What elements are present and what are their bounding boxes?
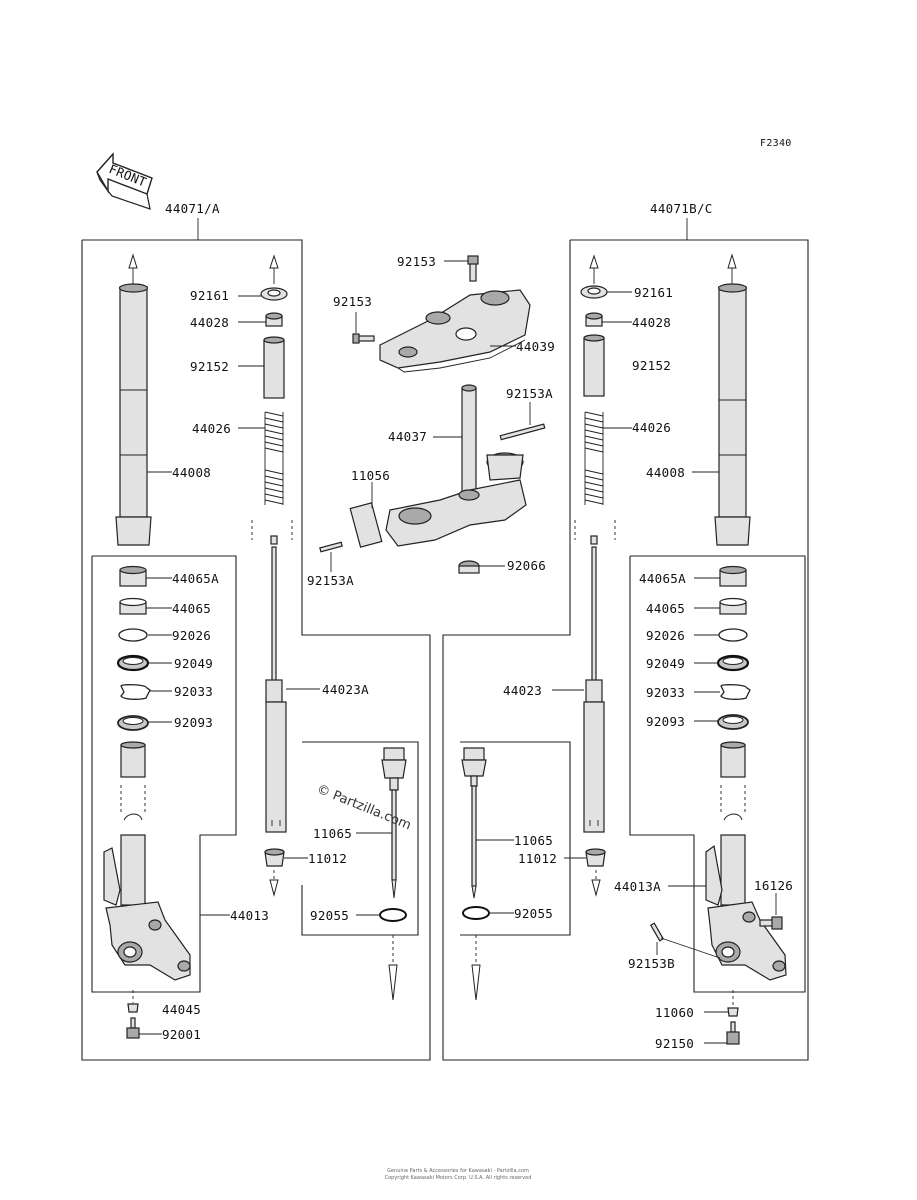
label-92161-right: 92161 <box>634 285 673 300</box>
cartridge-44023a <box>251 520 293 833</box>
nut-44028-left <box>265 312 283 327</box>
oil-seal-92049-left <box>116 654 150 672</box>
label-92033-right: 92033 <box>646 685 685 700</box>
bolt-92150 <box>726 1021 740 1045</box>
damper-rod-right <box>461 747 487 899</box>
outer-tube-left <box>115 253 152 546</box>
spacer-92152-left <box>263 336 285 399</box>
inner-tube-bracket-44013a <box>649 741 787 981</box>
label-92153-mid: 92153 <box>333 294 372 309</box>
label-92153a-left: 92153A <box>307 573 354 588</box>
label-92093-right: 92093 <box>646 714 685 729</box>
washer-92026-right <box>718 628 748 642</box>
label-92150: 92150 <box>655 1036 694 1051</box>
label-92161-left: 92161 <box>190 288 229 303</box>
o-ring-92055-left <box>379 908 407 1001</box>
upper-bracket-44039 <box>352 255 531 373</box>
label-44023: 44023 <box>503 683 542 698</box>
bushing-44065-left <box>119 597 147 615</box>
label-11065-right: 11065 <box>514 833 553 848</box>
figure-code: F2340 <box>760 138 792 149</box>
steering-stem-44037 <box>319 384 546 574</box>
label-92055-left: 92055 <box>310 908 349 923</box>
label-44065-left: 44065 <box>172 601 211 616</box>
bolt-92001 <box>126 1017 140 1039</box>
label-92153-top: 92153 <box>397 254 436 269</box>
label-92093-left: 92093 <box>174 715 213 730</box>
label-44071-bc: 44071B/C <box>650 201 713 216</box>
label-44045: 44045 <box>162 1002 201 1017</box>
oil-seal-92049-right <box>716 654 750 672</box>
label-44028-left: 44028 <box>190 315 229 330</box>
label-44037: 44037 <box>388 429 427 444</box>
spring-44026-right <box>584 411 604 505</box>
label-44039: 44039 <box>516 339 555 354</box>
top-cap-right <box>580 254 608 299</box>
front-arrow-icon: FRONT <box>96 152 153 210</box>
label-44008-left: 44008 <box>172 465 211 480</box>
dust-seal-92093-left <box>117 715 149 731</box>
inner-tube-bracket-44013 <box>103 741 191 981</box>
label-11012-right: 11012 <box>518 851 557 866</box>
washer-11012-right <box>585 848 606 897</box>
label-44013a: 44013A <box>614 879 661 894</box>
label-44026-right: 44026 <box>632 420 671 435</box>
spacer-92152-right <box>583 334 605 397</box>
label-11012-left: 11012 <box>308 851 347 866</box>
label-44065-right: 44065 <box>646 601 685 616</box>
bushing-44065-right <box>719 597 747 615</box>
label-92049-right: 92049 <box>646 656 685 671</box>
label-11060: 11060 <box>655 1005 694 1020</box>
label-44065a-right: 44065A <box>639 571 686 586</box>
washer-11060 <box>727 990 739 1017</box>
clip-92033-left <box>120 684 151 700</box>
label-44013: 44013 <box>230 908 269 923</box>
label-92026-right: 92026 <box>646 628 685 643</box>
right-fork-frame <box>442 239 809 1061</box>
label-92055-right: 92055 <box>514 906 553 921</box>
o-ring-92055-right <box>462 906 490 1001</box>
spring-44026-left <box>264 411 284 505</box>
label-92026-left: 92026 <box>172 628 211 643</box>
label-16126: 16126 <box>754 878 793 893</box>
label-92152-left: 92152 <box>190 359 229 374</box>
label-44008-right: 44008 <box>646 465 685 480</box>
label-92033-left: 92033 <box>174 684 213 699</box>
label-92001: 92001 <box>162 1027 201 1042</box>
label-11065-left: 11065 <box>313 826 352 841</box>
cartridge-44023 <box>574 520 616 833</box>
top-cap-left <box>260 254 288 301</box>
dust-seal-92093-right <box>717 714 749 730</box>
label-44023a: 44023A <box>322 682 369 697</box>
footer-line-2: Copyright Kawasaki Motors Corp. U.S.A. A… <box>385 1175 532 1181</box>
washer-44045 <box>127 990 139 1013</box>
label-44028-right: 44028 <box>632 315 671 330</box>
label-44065a-left: 44065A <box>172 571 219 586</box>
footer-line-1: Genuine Parts & Accessories for Kawasaki… <box>387 1168 529 1174</box>
bushing-44065a-left <box>119 565 147 587</box>
washer-11012-left <box>264 848 285 897</box>
outer-tube-right <box>714 253 751 546</box>
clip-92033-right <box>720 684 751 700</box>
nut-44028-right <box>585 312 603 327</box>
washer-92026-left <box>118 628 148 642</box>
label-11056: 11056 <box>351 468 390 483</box>
left-fork-frame <box>81 239 431 1061</box>
label-92049-left: 92049 <box>174 656 213 671</box>
damper-rod-left <box>381 747 407 899</box>
bushing-44065a-right <box>719 565 747 587</box>
label-92066: 92066 <box>507 558 546 573</box>
label-44071-a: 44071/A <box>165 201 220 216</box>
label-92153a-right: 92153A <box>506 386 553 401</box>
label-92153b: 92153B <box>628 956 675 971</box>
label-44026-left: 44026 <box>192 421 231 436</box>
label-92152-right: 92152 <box>632 358 671 373</box>
